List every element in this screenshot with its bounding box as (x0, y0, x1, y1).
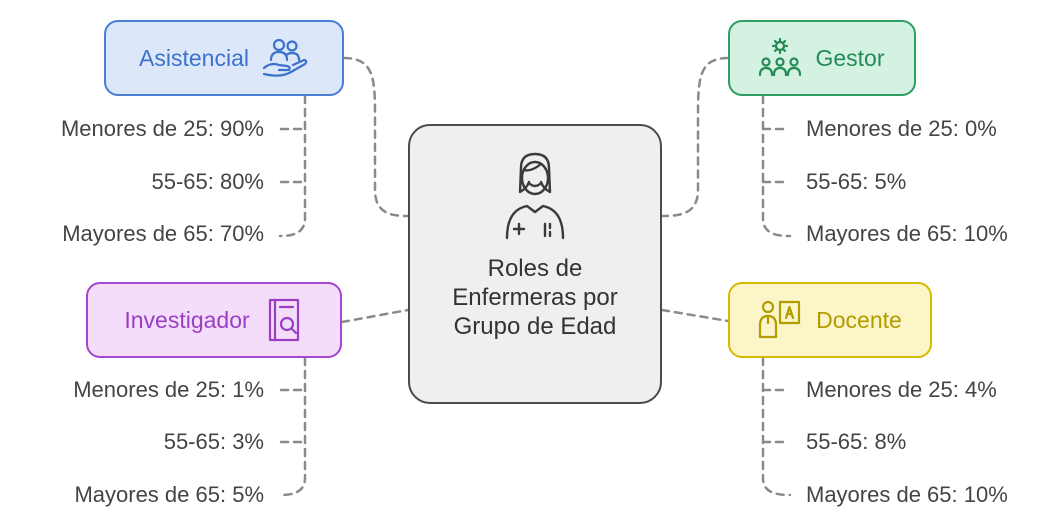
center-node: Roles de Enfermeras por Grupo de Edad (408, 124, 662, 404)
role-box-gestor: Gestor (728, 20, 916, 96)
asistencial-item-3: Mayores de 65: 70% (62, 221, 264, 246)
gestor-item-3: Mayores de 65: 10% (806, 221, 1008, 246)
asistencial-item-1: Menores de 25: 90% (60, 116, 264, 141)
investigador-item-3: Mayores de 65: 5% (74, 482, 264, 507)
center-title: Roles de Enfermeras por Grupo de Edad (452, 255, 618, 340)
role-box-asistencial: Asistencial (104, 20, 344, 96)
gestor-item-1: Menores de 25: 0% (806, 116, 997, 141)
role-box-docente: Docente (728, 282, 932, 358)
gestor-item-2: 55-65: 5% (806, 169, 907, 194)
connector-docente (660, 308, 730, 323)
teacher-board-icon (759, 300, 801, 339)
docente-item-3: Mayores de 65: 10% (806, 482, 1008, 507)
investigador-item-1: Menores de 25: 1% (73, 377, 264, 402)
role-label-gestor: Gestor (815, 44, 885, 71)
nurse-icon (505, 152, 565, 240)
investigador-item-2: 55-65: 3% (163, 429, 264, 454)
connector-investigador-items (278, 356, 307, 497)
connector-docente-items (761, 356, 792, 497)
role-label-docente: Docente (816, 306, 902, 333)
caring-hand-icon (262, 38, 308, 77)
role-label-investigador: Investigador (124, 306, 250, 333)
docente-item-1: Menores de 25: 4% (806, 377, 997, 402)
connector-asistencial-items (278, 94, 307, 238)
connector-gestor (660, 56, 730, 218)
connector-gestor-items (761, 94, 792, 238)
connector-asistencial (342, 56, 410, 218)
connector-investigador (340, 308, 410, 324)
docente-item-2: 55-65: 8% (806, 429, 907, 454)
team-gear-icon (759, 37, 802, 77)
role-label-asistencial: Asistencial (139, 44, 249, 71)
role-box-investigador: Investigador (86, 282, 342, 358)
asistencial-item-2: 55-65: 80% (151, 169, 264, 194)
research-book-icon (268, 298, 299, 342)
